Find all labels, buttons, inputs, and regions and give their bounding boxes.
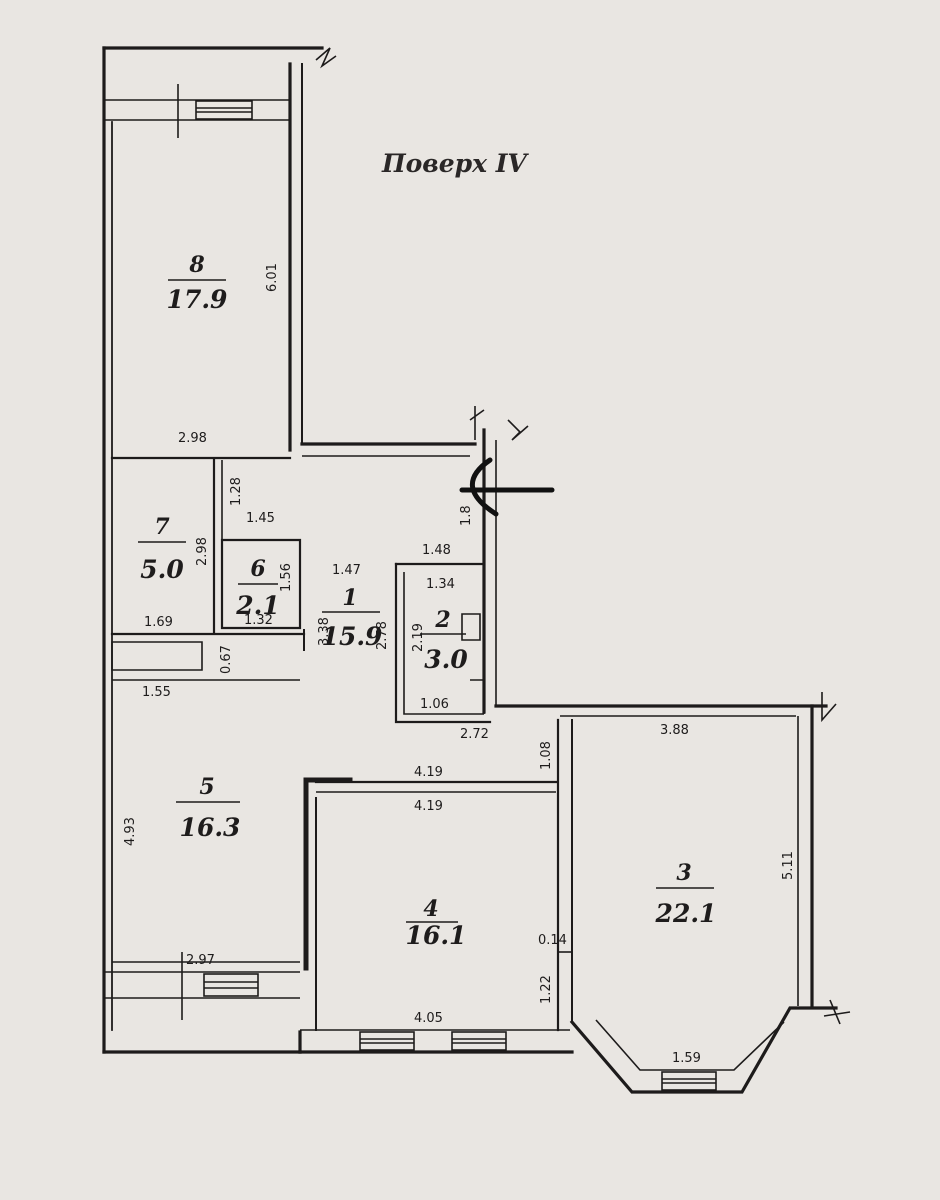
svg-text:1: 1: [342, 585, 357, 611]
svg-text:3.0: 3.0: [424, 645, 468, 674]
dim-corridor-419: 4.19: [414, 765, 443, 780]
interior-walls: [110, 456, 573, 1032]
dim-r2-side: 2.78: [375, 621, 390, 650]
window-room-4b: [451, 1031, 507, 1051]
dim-r2-top: 1.48: [422, 543, 451, 558]
dim-r5-length: 4.93: [123, 817, 138, 846]
dim-r4-side: 1.22: [539, 975, 554, 1004]
dim-hall-top: 1.28: [229, 477, 244, 506]
room-3-label: 3 22.1: [655, 860, 717, 928]
dimension-labels: 2.98 6.01 1.28 1.45 2.98 1.56 1.32 1.69 …: [123, 263, 796, 1066]
svg-text:22.1: 22.1: [655, 899, 717, 928]
dim-r3-width: 3.88: [660, 723, 689, 738]
dim-r7-width: 1.69: [144, 615, 173, 630]
dim-r3-length: 5.11: [781, 851, 796, 880]
window-room-5: [203, 973, 259, 997]
dim-closet-067: 0.67: [219, 645, 234, 674]
svg-text:16.1: 16.1: [406, 921, 467, 950]
svg-text:6: 6: [250, 556, 265, 582]
room-6-label: 6 2.1: [235, 556, 280, 620]
dim-r4-top: 4.19: [414, 799, 443, 814]
outer-walls: [102, 46, 838, 1094]
dim-hall-272: 2.72: [460, 727, 489, 742]
dim-r8-length: 6.01: [265, 263, 280, 292]
svg-text:16.3: 16.3: [180, 813, 241, 842]
window-room-3: [661, 1071, 717, 1091]
entry-arrow-icon: [459, 457, 555, 517]
windows: [177, 84, 717, 1091]
dim-r5-width: 1.55: [142, 685, 171, 700]
svg-text:5: 5: [199, 774, 214, 800]
dim-r5-bottom: 2.97: [186, 953, 215, 968]
svg-text:4: 4: [423, 896, 438, 922]
room-1-label: 1 15.9: [322, 585, 383, 651]
dim-hall-147: 1.47: [332, 563, 361, 578]
dim-hall-108: 1.08: [539, 741, 554, 770]
dim-hall-145: 1.45: [246, 511, 275, 526]
svg-text:5.0: 5.0: [140, 555, 184, 584]
dim-r2-height: 2.19: [411, 623, 426, 652]
svg-text:15.9: 15.9: [322, 622, 383, 651]
dim-r2-bottom: 1.06: [420, 697, 449, 712]
room-5-label: 5 16.3: [176, 774, 240, 842]
dim-r4-bottom: 4.05: [414, 1011, 443, 1026]
room-7-label: 7 5.0: [138, 514, 186, 584]
room-2-label: 2 3.0: [420, 607, 468, 674]
dim-r7-height: 2.98: [195, 537, 210, 566]
svg-text:2: 2: [434, 607, 450, 633]
svg-text:7: 7: [154, 514, 170, 540]
room-8-label: 8 17.9: [167, 252, 228, 314]
svg-text:8: 8: [188, 252, 204, 278]
dim-r8-width: 2.98: [178, 431, 207, 446]
svg-text:2.1: 2.1: [235, 591, 280, 620]
svg-text:17.9: 17.9: [167, 285, 228, 314]
dim-r4-014: 0.14: [538, 933, 567, 948]
svg-text:3: 3: [676, 860, 691, 886]
dim-bay-width: 1.59: [672, 1051, 701, 1066]
dim-r6-width: 1.32: [244, 613, 273, 628]
floor-title: Поверх IV: [381, 149, 529, 178]
dim-hall-338: 3.38: [317, 617, 332, 646]
dim-r6-height: 1.56: [279, 563, 294, 592]
room-4-label: 4 16.1: [406, 896, 467, 950]
window-room-8: [195, 100, 253, 120]
break-marks: [315, 47, 851, 1025]
window-room-4a: [359, 1031, 415, 1051]
dim-r2-width: 1.34: [426, 577, 455, 592]
dim-entry-cut: 1.8: [459, 505, 474, 526]
